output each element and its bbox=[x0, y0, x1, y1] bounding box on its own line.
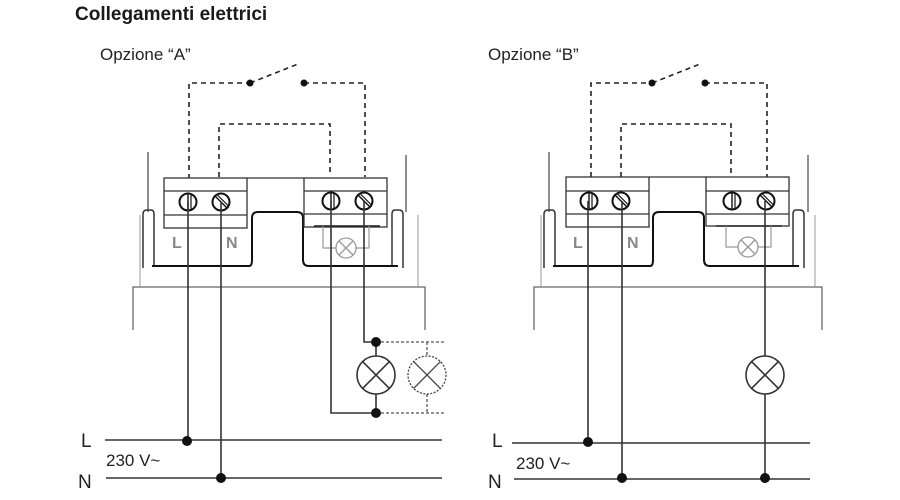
supply-neutral-label: N bbox=[78, 472, 92, 493]
switch-contact-dot bbox=[300, 79, 308, 87]
option-a-device: L N bbox=[132, 152, 426, 330]
option-a-switch-circuit bbox=[188, 63, 366, 215]
option-a-circuit: L N bbox=[78, 63, 447, 493]
screw-terminal-icon bbox=[722, 191, 742, 211]
junction-dot bbox=[371, 337, 381, 347]
option-a-label: Opzione “A” bbox=[100, 45, 191, 64]
terminal-label-l: L bbox=[172, 235, 182, 252]
option-b-device: L N bbox=[533, 152, 823, 330]
screw-terminal-icon bbox=[756, 191, 776, 211]
option-b-switch-circuit bbox=[590, 63, 768, 177]
junction-dot bbox=[216, 473, 226, 483]
screw-terminal-icon bbox=[611, 191, 631, 211]
junction-dot bbox=[583, 437, 593, 447]
supply-neutral-label: N bbox=[488, 472, 502, 493]
option-b-label: Opzione “B” bbox=[488, 45, 579, 64]
option-b-supply: L N 230 V~ bbox=[488, 431, 810, 493]
option-b-wires bbox=[587, 201, 766, 477]
supply-line-label: L bbox=[81, 431, 92, 452]
switch-contact-dot bbox=[701, 79, 709, 87]
lamp-icon bbox=[356, 355, 396, 395]
option-a-supply: L N 230 V~ bbox=[78, 431, 442, 493]
terminal-label-n: N bbox=[627, 235, 639, 252]
screw-terminal-icon bbox=[579, 191, 599, 211]
optional-lamp bbox=[381, 341, 447, 414]
terminal-label-n: N bbox=[226, 235, 238, 252]
option-b-circuit: L N L N 230 V~ bbox=[488, 63, 823, 493]
junction-dot bbox=[760, 473, 770, 483]
indicator-lamp-icon bbox=[335, 237, 357, 259]
switch-contact-dot bbox=[246, 79, 254, 87]
junction-dot bbox=[371, 408, 381, 418]
indicator-lamp-icon bbox=[737, 236, 759, 258]
supply-voltage-label: 230 V~ bbox=[516, 454, 570, 473]
diagram-title: Collegamenti elettrici bbox=[75, 4, 268, 25]
lamp-icon bbox=[745, 355, 785, 395]
junction-dot bbox=[617, 473, 627, 483]
supply-voltage-label: 230 V~ bbox=[106, 451, 160, 470]
junction-dot bbox=[182, 436, 192, 446]
switch-contact-dot bbox=[648, 79, 656, 87]
terminal-label-l: L bbox=[573, 235, 583, 252]
supply-line-label: L bbox=[492, 431, 503, 452]
